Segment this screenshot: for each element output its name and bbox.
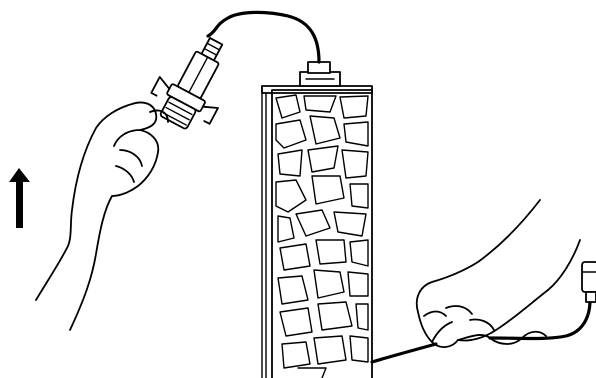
lifting-hand-icon: [36, 102, 168, 330]
power-cable: [208, 12, 319, 62]
pulling-hand-icon: [417, 200, 580, 347]
power-plug-icon: [582, 262, 596, 302]
top-socket-icon: [300, 62, 340, 86]
stone-lamp-column: [262, 62, 372, 378]
power-cable-lower: [372, 344, 436, 362]
stone-mosaic-texture: [276, 95, 368, 378]
bulb-socket: [144, 26, 245, 138]
up-arrow-icon: [9, 168, 30, 228]
